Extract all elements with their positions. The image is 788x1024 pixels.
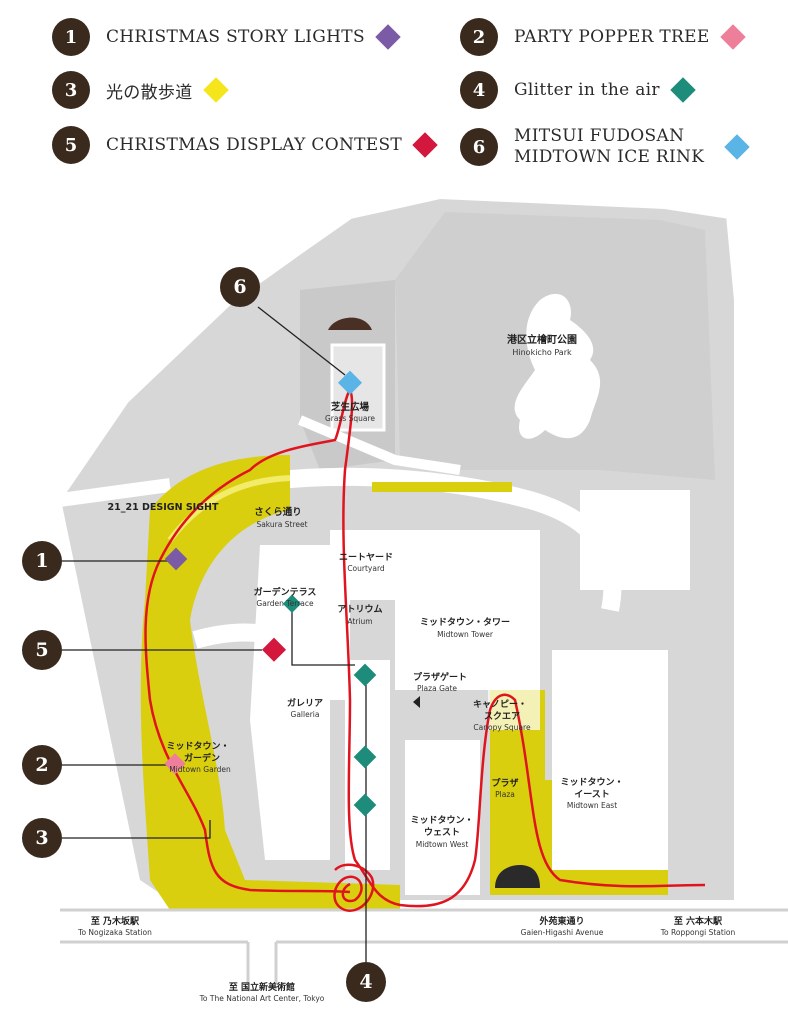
label-nact-jp: 至 国立新美術館	[229, 981, 295, 993]
label-hinokicho-en: Hinokicho Park	[512, 348, 572, 357]
walking-route	[144, 387, 706, 908]
label-nact-en: To The National Art Center, Tokyo	[199, 994, 325, 1003]
label-canopy-en: Canopy Square	[473, 723, 531, 732]
plaza-gate-arrow-icon	[413, 696, 420, 708]
label-atrium-en: Atrium	[347, 617, 372, 626]
label-midgarden-en: Midtown Garden	[169, 765, 231, 774]
label-galleria-en: Galleria	[291, 710, 320, 719]
legend-label: CHRISTMAS STORY LIGHTS	[106, 27, 365, 47]
green-diamond-icon	[353, 793, 377, 817]
label-plaza-gate-en: Plaza Gate	[417, 684, 457, 693]
building-midtown-west	[405, 740, 480, 895]
building-midtown-tower	[395, 530, 540, 690]
legend-badge: 1	[52, 18, 90, 56]
canopy-square-box	[488, 690, 540, 730]
label-galleria-jp: ガレリア	[287, 697, 323, 709]
building-midtown-east	[552, 650, 668, 870]
label-west-en: Midtown West	[416, 840, 469, 849]
legend-item-3: 3 光の散歩道	[52, 71, 229, 109]
label-design-sight: 21_21 DESIGN SIGHT	[108, 502, 219, 513]
road-lower	[59, 478, 171, 507]
label-roppongi-en: To Roppongi Station	[660, 928, 736, 937]
label-tower-en: Midtown Tower	[437, 630, 494, 639]
legend-label: MITSUI FUDOSAN MIDTOWN ICE RINK	[514, 126, 705, 167]
legend-item-4: 4 Glitter in the air	[460, 71, 696, 109]
legend-item-1: 1 CHRISTMAS STORY LIGHTS	[52, 18, 401, 56]
map-callout-1: 1	[22, 541, 62, 581]
plaza-arch	[495, 865, 540, 888]
legend-label: PARTY POPPER TREE	[514, 27, 710, 47]
building-northeast	[580, 490, 690, 590]
label-gaien-en: Gaien-Higashi Avenue	[521, 928, 604, 937]
label-hinokicho-jp: 港区立檜町公園	[507, 333, 577, 346]
label-west-jp2: ウェスト	[424, 827, 460, 838]
legend-item-2: 2 PARTY POPPER TREE	[460, 18, 746, 56]
red-diamond-icon	[261, 637, 287, 662]
label-east-jp2: イースト	[574, 789, 610, 800]
label-nogizaka-jp: 至 乃木坂駅	[91, 915, 140, 927]
map-callout-5: 5	[22, 630, 62, 670]
label-east-jp1: ミッドタウン・	[560, 776, 623, 788]
legend-label: CHRISTMAS DISPLAY CONTEST	[106, 135, 403, 155]
garden-pavilion	[328, 317, 372, 330]
label-east-en: Midtown East	[567, 801, 617, 810]
legend-badge: 5	[52, 126, 90, 164]
legend-badge: 3	[52, 71, 90, 109]
label-west-jp1: ミッドタウン・	[410, 814, 473, 826]
label-sakura-en: Sakura Street	[256, 520, 307, 529]
label-plaza-en: Plaza	[495, 790, 515, 799]
plaza-zone	[490, 690, 545, 895]
building-courtyard	[330, 530, 395, 600]
map-callout-6: 6	[220, 267, 260, 307]
label-canopy-jp1: キャノピー・	[473, 698, 527, 710]
legend-label: 光の散歩道	[106, 82, 193, 103]
label-midgarden-jp2: ガーデン	[184, 752, 220, 764]
label-garden-terrace-en: Garden Terrace	[256, 599, 314, 608]
legend-badge: 6	[460, 128, 498, 166]
blue-diamond-icon	[337, 370, 363, 395]
label-courtyard-jp: ニートヤード	[339, 552, 393, 563]
legend-badge: 2	[460, 18, 498, 56]
callout-line-3	[62, 820, 211, 839]
green-diamond-icon	[282, 594, 302, 613]
site-boundary	[56, 190, 742, 900]
map-callout-2: 2	[22, 745, 62, 785]
park-pond	[514, 293, 601, 439]
label-grass-jp: 芝生広場	[331, 401, 370, 413]
callout-line-4b	[291, 608, 355, 666]
label-roppongi-jp: 至 六本木駅	[674, 915, 723, 927]
callout-line-6	[257, 306, 346, 376]
label-courtyard-en: Courtyard	[347, 564, 385, 573]
map-callout-3: 3	[22, 818, 62, 858]
building-garden-terrace	[250, 545, 350, 860]
label-canopy-jp2: スクエア	[484, 711, 520, 722]
legend-item-6: 6 MITSUI FUDOSAN MIDTOWN ICE RINK	[460, 126, 750, 168]
label-plaza-gate-jp: プラザゲート	[413, 671, 467, 683]
route-scribble	[333, 863, 375, 912]
label-grass-en: Grass Square	[325, 414, 375, 423]
map-callout-4: 4	[346, 962, 386, 1002]
label-garden-terrace-jp: ガーデンテラス	[254, 586, 317, 598]
grass-to-park-road	[298, 415, 461, 475]
legend-badge: 4	[460, 71, 498, 109]
label-midgarden-jp1: ミッドタウン・	[166, 740, 229, 752]
light-path-strip	[372, 482, 512, 492]
label-plaza-jp: プラザ	[491, 777, 518, 789]
legend-label: Glitter in the air	[514, 80, 660, 100]
legend-item-5: 5 CHRISTMAS DISPLAY CONTEST	[52, 126, 438, 164]
label-nogizaka-en: To Nogizaka Station	[77, 928, 152, 937]
label-atrium-jp: アトリウム	[337, 604, 382, 615]
label-sakura-jp: さくら通り	[254, 507, 302, 518]
green-diamond-icon	[353, 745, 377, 769]
green-diamond-icon	[353, 663, 377, 687]
label-gaien-jp: 外苑東通り	[538, 915, 584, 927]
light-path-zone	[140, 455, 400, 910]
label-tower-jp: ミッドタウン・タワー	[420, 616, 510, 628]
